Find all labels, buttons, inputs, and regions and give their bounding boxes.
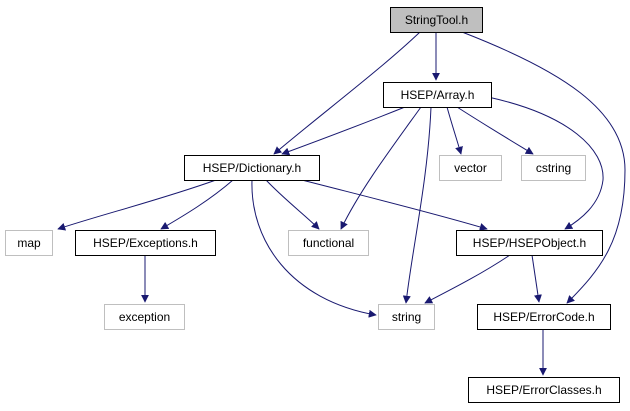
node-errorclasses[interactable]: HSEP/ErrorClasses.h (468, 377, 620, 403)
edge-array-to-hsepobject (487, 96, 604, 230)
edges-layer (57, 31, 626, 376)
node-box (104, 304, 185, 330)
node-label: functional (303, 236, 354, 250)
node-label: vector (454, 161, 487, 175)
node-box (521, 155, 586, 181)
node-vector: vector (439, 155, 502, 181)
node-exception: exception (104, 304, 185, 330)
node-box (75, 230, 216, 256)
node-errorcode[interactable]: HSEP/ErrorCode.h (477, 304, 611, 330)
node-box (378, 304, 435, 330)
edge-array-to-cstring (456, 106, 534, 155)
edge-stringtool-to-dictionary (273, 31, 421, 155)
node-box (468, 377, 620, 403)
node-label: cstring (536, 161, 571, 175)
edge-hsepobject-to-string (424, 254, 511, 304)
edge-array-to-string (402, 106, 432, 304)
node-array[interactable]: HSEP/Array.h (383, 82, 492, 108)
edge-array-to-dictionary (281, 106, 406, 156)
node-box (5, 230, 53, 256)
edge-hsepobject-to-errorcode (531, 254, 542, 303)
node-label: HSEP/ErrorCode.h (493, 310, 594, 324)
node-box (383, 82, 492, 108)
edge-array-to-functional (340, 106, 422, 230)
node-string: string (378, 304, 435, 330)
edge-array-to-vector (446, 106, 463, 155)
edge-dictionary-to-exceptions (160, 179, 234, 230)
node-label: HSEP/ErrorClasses.h (486, 383, 601, 397)
node-box (456, 230, 603, 256)
edge-dictionary-to-string (251, 179, 377, 318)
node-dictionary[interactable]: HSEP/Dictionary.h (184, 155, 320, 181)
edge-dictionary-to-functional (265, 179, 320, 230)
node-hsepobject[interactable]: HSEP/HSEPObject.h (456, 230, 603, 256)
node-box (184, 155, 320, 181)
edge-dictionary-to-hsepobject (301, 179, 488, 231)
edge-stringtool-to-errorcode (461, 31, 626, 304)
edge-dictionary-to-map (57, 179, 217, 231)
node-label: HSEP/Array.h (401, 88, 475, 102)
node-label: HSEP/HSEPObject.h (473, 236, 586, 250)
node-cstring: cstring (521, 155, 586, 181)
node-box (477, 304, 611, 330)
node-functional: functional (288, 230, 369, 256)
node-label: exception (119, 310, 170, 324)
node-box (288, 230, 369, 256)
nodes-layer: StringTool.hHSEP/Array.hHSEP/Dictionary.… (5, 7, 620, 403)
node-label: string (392, 310, 421, 324)
node-label: HSEP/Exceptions.h (93, 236, 198, 250)
node-box (439, 155, 502, 181)
node-stringtool[interactable]: StringTool.h (390, 7, 483, 33)
node-box (390, 7, 483, 33)
node-map: map (5, 230, 53, 256)
node-exceptions[interactable]: HSEP/Exceptions.h (75, 230, 216, 256)
node-label: HSEP/Dictionary.h (203, 161, 301, 175)
node-label: StringTool.h (405, 13, 468, 27)
node-label: map (17, 236, 41, 250)
